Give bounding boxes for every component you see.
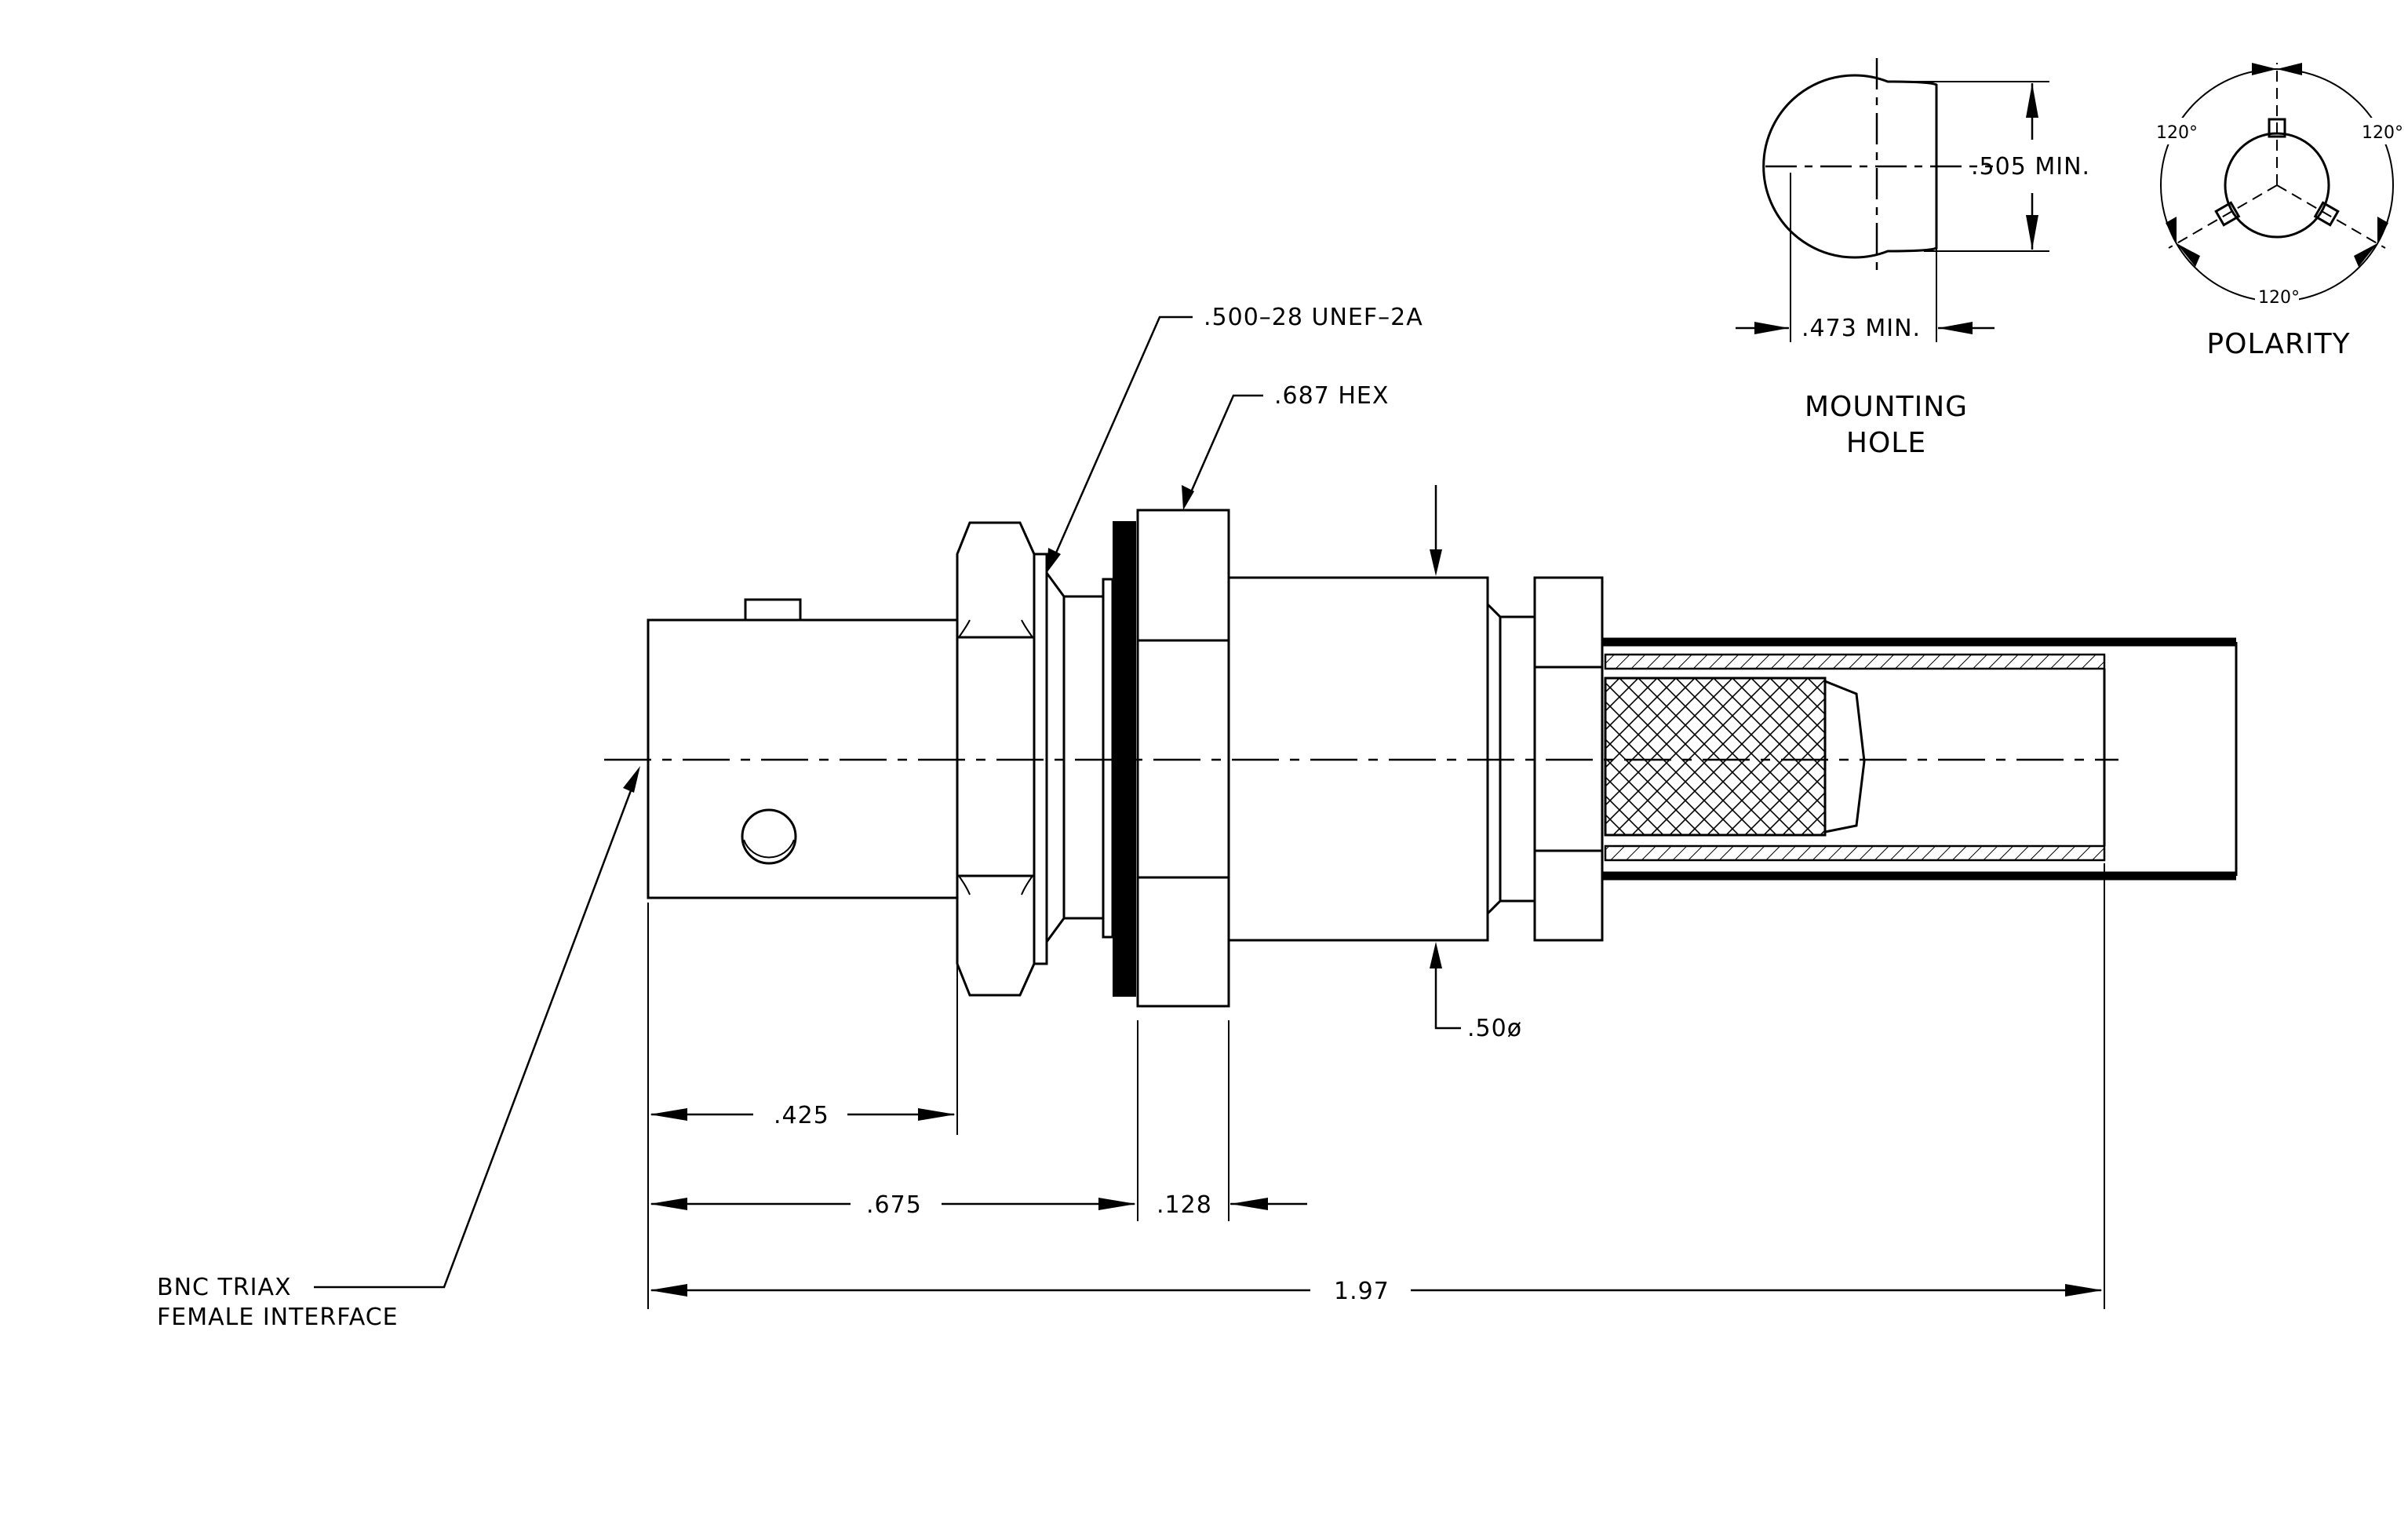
dimension-197: 1.97 (1334, 1278, 1390, 1305)
bnc-interface-body (647, 598, 959, 899)
crimp-ferrule (1604, 653, 2106, 862)
cable-jacket (1601, 637, 2238, 881)
diameter-label: .50ø (1467, 1015, 1522, 1042)
polarity-angle-bottom: 120° (2258, 288, 2300, 308)
hole-width-label: .473 MIN. (1801, 315, 1921, 342)
braid-shield (1604, 677, 1866, 837)
polarity-angle-top-left: 120° (2156, 123, 2198, 143)
polarity-title: POLARITY (2206, 328, 2350, 360)
interface-label-line2: FEMALE INTERFACE (157, 1304, 399, 1331)
interface-callout: BNC TRIAX FEMALE INTERFACE (157, 766, 640, 1331)
dimension-425: .425 (774, 1102, 829, 1129)
main-hex-body (1136, 509, 1230, 1008)
mounting-hole-title-line2: HOLE (1846, 427, 1926, 459)
dimension-128: .128 (1157, 1191, 1212, 1219)
hole-height-label: .505 MIN. (1971, 153, 2090, 181)
mounting-hole-title-line1: MOUNTING (1805, 391, 1968, 423)
polarity-angle-top-right: 120° (2362, 123, 2403, 143)
diameter-callout: .50ø (1430, 485, 1522, 1042)
dimension-lines: .425 .675 .128 1.97 (647, 863, 2105, 1309)
thread-callout: .500–28 UNEF–2A (1047, 304, 1423, 573)
threaded-section (1045, 572, 1114, 943)
hex-callout: .687 HEX (1182, 382, 1389, 510)
interface-label-line1: BNC TRIAX (157, 1274, 292, 1301)
hex-label: .687 HEX (1274, 382, 1389, 410)
mounting-hole-detail: .505 MIN. .473 MIN. MOUNTING HOLE (1736, 58, 2090, 459)
dimension-675: .675 (866, 1191, 922, 1219)
polarity-detail: 120° 120° 120° POLARITY (2151, 63, 2403, 360)
connector-side-view (647, 509, 2238, 1008)
thread-label: .500–28 UNEF–2A (1204, 304, 1423, 331)
